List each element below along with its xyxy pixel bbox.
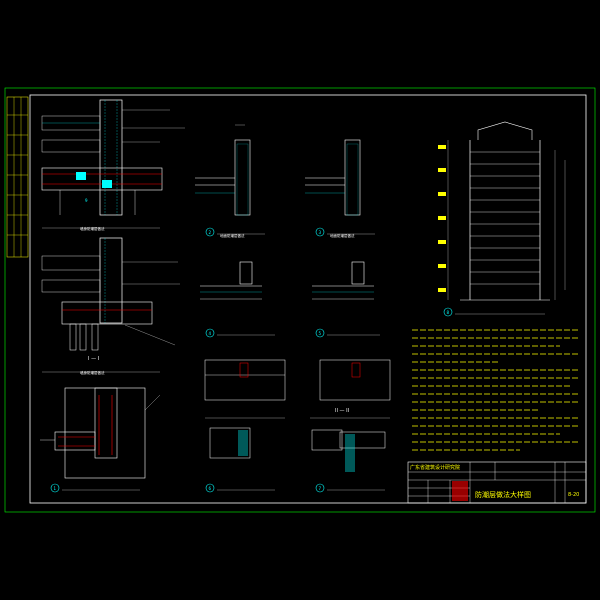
detail-marker-6: 6 [209, 486, 212, 491]
section-label-1: I — I [88, 356, 99, 362]
binding-strip [6, 96, 29, 258]
detail-floor-3 [200, 261, 275, 338]
detail-floor-4 [312, 261, 380, 338]
detail-marker-4: 4 [209, 331, 212, 336]
company-name: 广东省建筑设计研究院 [410, 464, 460, 471]
detail-marker-1: 1 [54, 486, 57, 491]
detail-floor-1 [195, 124, 265, 237]
building-elevation [438, 121, 566, 317]
detail-marker-5: 5 [319, 331, 322, 336]
detail-title-1: 墙身防潮层做法 [80, 226, 105, 231]
detail-marker-7: 7 [319, 486, 322, 491]
drawing-title: 防潮层做法大样图 [475, 490, 531, 499]
general-notes [412, 329, 580, 451]
sheet-number: 8-20 [568, 492, 579, 498]
detail-section-5 [204, 359, 286, 493]
detail-section-6 [310, 359, 391, 493]
detail-plan-corner [40, 387, 161, 493]
detail-marker-9: 9 [85, 198, 88, 203]
detail-title-3: 地面防潮层做法 [220, 233, 245, 238]
section-label-2: II — II [335, 408, 349, 414]
detail-floor-2 [305, 139, 375, 237]
detail-title-4: 地面防潮层做法 [330, 233, 355, 238]
title-block [407, 461, 587, 504]
inner-border [29, 94, 587, 504]
detail-title-2: 墙身防潮层做法 [80, 370, 105, 375]
detail-marker-8: 8 [447, 310, 450, 315]
detail-wall-section-2 [41, 237, 180, 373]
detail-marker-2: 2 [209, 230, 212, 235]
detail-wall-section-1 [41, 99, 185, 229]
outer-border [4, 87, 596, 513]
detail-marker-3: 3 [319, 230, 322, 235]
